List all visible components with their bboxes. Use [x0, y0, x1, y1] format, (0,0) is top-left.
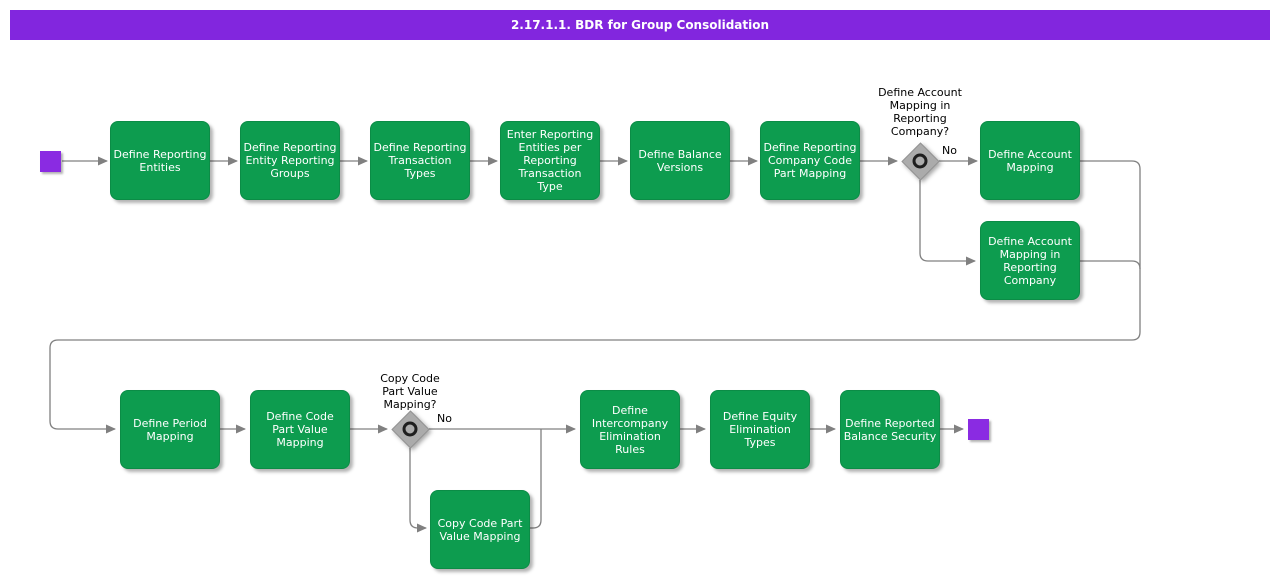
task-copy-code-part-value-mapping[interactable]: Copy Code Part Value Mapping: [430, 490, 530, 569]
connector-gateway2-to-copy-code-part-value-mapping: [409, 448, 427, 533]
gateway-copy-code-part-value-mapping[interactable]: [390, 409, 430, 449]
task-label: Define Reporting Entity Reporting Groups: [243, 141, 337, 180]
task-label: Define Period Mapping: [133, 416, 207, 443]
gateway-circle-icon: [402, 421, 418, 437]
connector-account-mapping-in-reporting-company-join: [1080, 260, 1141, 270]
start-event[interactable]: [40, 151, 61, 172]
gateway2-no-label: No: [437, 412, 452, 425]
task-define-balance-versions[interactable]: Define Balance Versions: [630, 121, 730, 200]
task-label: Copy Code Part Value Mapping: [437, 516, 523, 543]
task-label: Define Reported Balance Security: [843, 416, 937, 443]
task-label: Define Equity Elimination Types: [722, 410, 798, 449]
gateway2-question-label: Copy Code Part Value Mapping?: [380, 372, 440, 411]
task-label: Define Account Mapping: [988, 147, 1072, 174]
task-define-code-part-value-mapping[interactable]: Define Code Part Value Mapping: [250, 390, 350, 469]
task-define-account-mapping-in-reporting-company[interactable]: Define Account Mapping in Reporting Comp…: [980, 221, 1080, 300]
task-label: Define Reporting Company Code Part Mappi…: [763, 141, 857, 180]
task-define-reporting-entities[interactable]: Define Reporting Entities: [110, 121, 210, 200]
gateway1-no-label: No: [942, 144, 957, 157]
gateway-circle-icon: [912, 153, 928, 169]
task-label: Define Code Part Value Mapping: [266, 410, 334, 449]
gateway1-question-label: Define Account Mapping in Reporting Comp…: [878, 86, 962, 138]
task-define-reporting-transaction-types[interactable]: Define Reporting Transaction Types: [370, 121, 470, 200]
task-label: Define Balance Versions: [638, 147, 722, 174]
task-define-reporting-company-code-part-mapping[interactable]: Define Reporting Company Code Part Mappi…: [760, 121, 860, 200]
connector-loop-to-define-period-mapping: [49, 160, 1141, 434]
gateway-define-account-mapping[interactable]: [900, 141, 940, 181]
diagram-title: 2.17.1.1. BDR for Group Consolidation: [510, 18, 770, 32]
task-define-equity-elimination-types[interactable]: Define Equity Elimination Types: [710, 390, 810, 469]
task-label: Define Reporting Entities: [113, 147, 207, 174]
task-label: Define Account Mapping in Reporting Comp…: [988, 234, 1072, 287]
task-enter-reporting-entities-per-reporting-transaction-type[interactable]: Enter Reporting Entities per Reporting T…: [500, 121, 600, 200]
task-define-account-mapping[interactable]: Define Account Mapping: [980, 121, 1080, 200]
end-event[interactable]: [968, 419, 989, 440]
task-label: Enter Reporting Entities per Reporting T…: [506, 128, 594, 193]
task-label: Define Intercompany Elimination Rules: [591, 403, 669, 456]
connector-gateway1-to-account-mapping-in-reporting-company: [919, 180, 976, 266]
connector-copy-code-part-value-mapping-join: [530, 429, 542, 529]
task-label: Define Reporting Transaction Types: [373, 141, 467, 180]
task-define-intercompany-elimination-rules[interactable]: Define Intercompany Elimination Rules: [580, 390, 680, 469]
diagram-title-bar: 2.17.1.1. BDR for Group Consolidation: [10, 10, 1270, 40]
task-define-reporting-entity-reporting-groups[interactable]: Define Reporting Entity Reporting Groups: [240, 121, 340, 200]
task-define-period-mapping[interactable]: Define Period Mapping: [120, 390, 220, 469]
task-define-reported-balance-security[interactable]: Define Reported Balance Security: [840, 390, 940, 469]
